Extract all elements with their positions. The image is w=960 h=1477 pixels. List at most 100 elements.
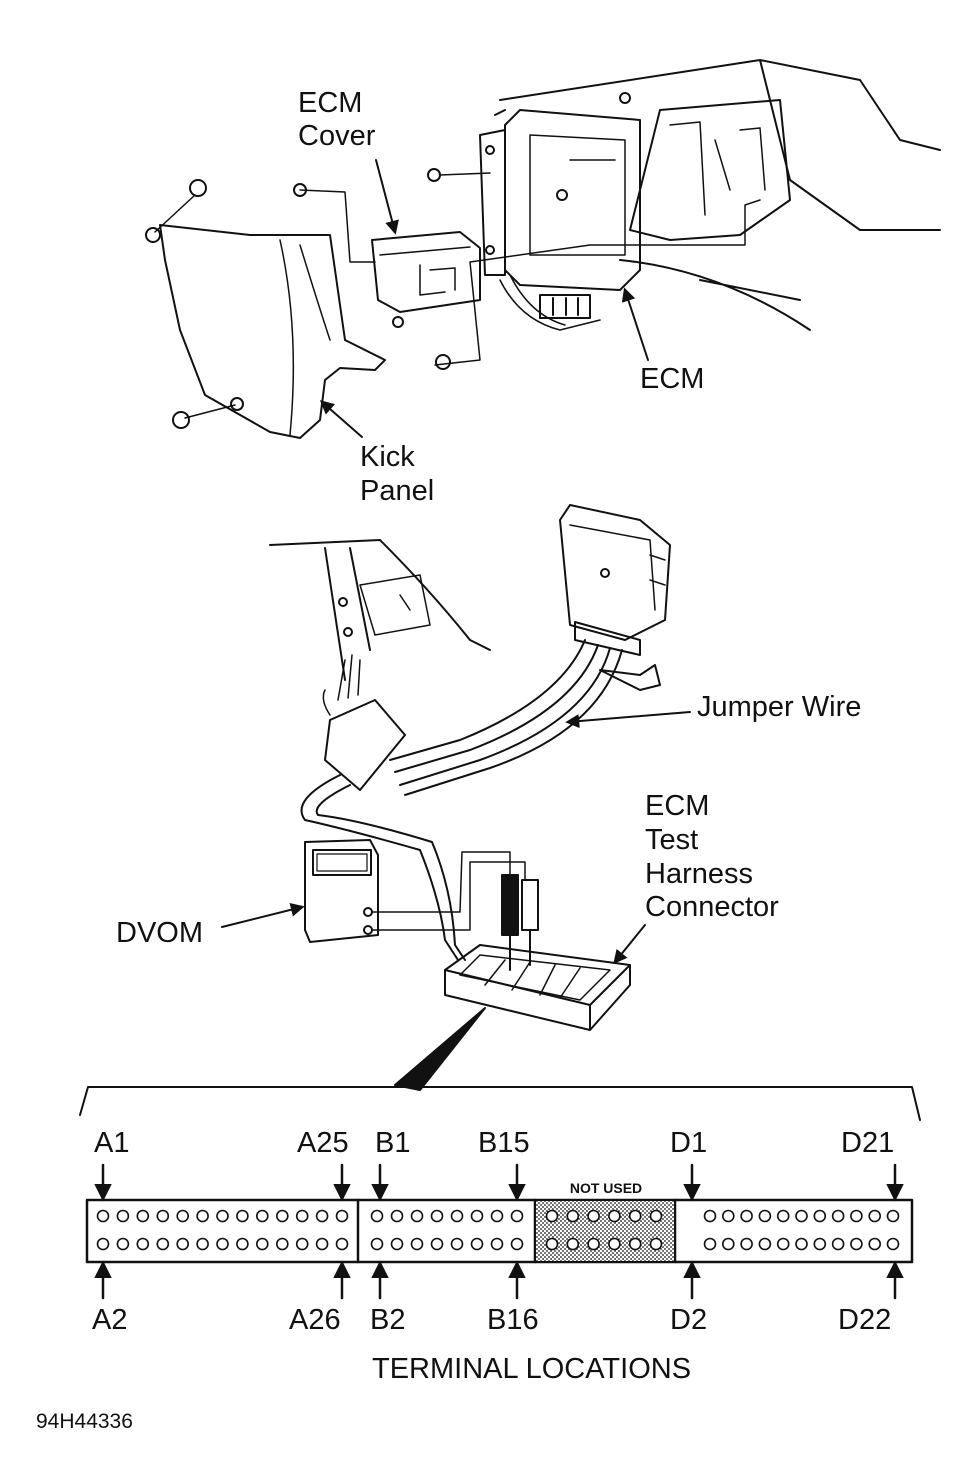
pin-unused [628,1237,642,1251]
probe-white [521,879,539,931]
dvom [304,839,379,943]
pin-a [156,1209,170,1223]
label-b15: B15 [478,1127,530,1159]
pin-b [470,1209,484,1223]
dvom-jack [363,925,373,935]
pin-a [275,1237,289,1251]
terminal-pins [96,1209,900,1251]
panel-screw [189,179,207,197]
pin-b [510,1209,524,1223]
pin-a [236,1209,249,1223]
pin-unused [566,1237,580,1251]
ecm-wiring [499,274,601,331]
dvom-jack [363,907,373,917]
pin-b [450,1237,464,1251]
terminal-strip [85,1198,914,1264]
pin-a [295,1237,309,1251]
pin-a [136,1209,150,1223]
pin-b [410,1209,424,1223]
cover-clip [392,316,404,328]
body-panel [629,99,791,241]
ecm-screw [556,189,568,201]
terminal-locations-title: TERMINAL LOCATIONS [372,1353,691,1385]
label-a1: A1 [94,1127,129,1159]
kick-panel-contour [279,239,331,436]
jumper-wire-label: Jumper Wire [697,691,861,723]
pin-a [236,1237,249,1251]
test-cable [300,774,466,961]
dvom-display [312,849,372,876]
pin-unused [545,1209,559,1223]
pin-a [255,1209,269,1223]
pin-a [335,1237,349,1251]
harness-arrow [613,924,646,965]
pin-b [430,1237,444,1251]
harness-label-line2: Test [645,824,698,856]
jumper-wire-arrow [565,711,691,729]
pin-a [96,1209,110,1223]
pin-a [216,1209,229,1223]
ecm-mount-bracket [479,109,506,276]
pin-d [721,1209,735,1223]
pin-b [430,1209,444,1223]
panel-screw-hole [145,227,161,243]
pin-d [886,1237,900,1251]
junction-connector [324,699,406,791]
removed-ecm [559,504,671,641]
pin-unused [608,1237,621,1251]
screw-lines [299,159,761,366]
label-d22: D22 [838,1304,891,1336]
pin-b [490,1209,504,1223]
pin-d [886,1209,900,1223]
ecm-cover-label-line1: ECM [298,87,362,119]
pin-a [216,1237,229,1251]
test-harness-top-grid [459,954,611,1001]
pillar-detail [359,574,431,636]
removed-ecm-screw [600,568,610,578]
pillar-bolt [338,597,348,607]
probe-black [501,874,519,936]
pin-b [450,1209,464,1223]
terminal-arrows [94,1163,904,1300]
pin-b [410,1237,424,1251]
screw [293,183,307,197]
label-b16: B16 [487,1304,539,1336]
ecm-cover-detail [379,246,471,296]
ecm-arrow [621,287,649,361]
label-b2: B2 [370,1304,405,1336]
pin-a [136,1237,150,1251]
jumper-wire-bundle [389,639,623,796]
figure-id: 94H44336 [36,1410,133,1433]
pin-a [96,1237,110,1251]
panel-screw-hole [230,397,244,411]
dvom-display-inner [316,853,368,872]
ecm-cover-arrow [375,159,399,235]
pin-a [196,1237,209,1251]
pin-a [255,1237,269,1251]
pin-d [850,1209,863,1223]
pin-unused [587,1237,600,1251]
pin-b [370,1209,384,1223]
pin-d [703,1237,717,1251]
label-b1: B1 [375,1127,410,1159]
pin-b [370,1237,384,1251]
ecm-harness-plug [574,621,641,656]
pin-b [510,1237,524,1251]
label-a26: A26 [289,1304,341,1336]
pin-a [116,1237,130,1251]
screw [427,168,441,182]
kick-panel-label-line2: Panel [360,475,434,507]
pin-unused [545,1237,559,1251]
ecm-cover [371,231,481,313]
pin-a [315,1209,329,1223]
pin-a [335,1209,349,1223]
pin-d [850,1237,863,1251]
kick-panel-screw-line [154,194,236,419]
junction-wires-upper [322,654,361,716]
terminal-bracket [79,1086,921,1121]
panel-screw [172,411,190,429]
nut [435,354,451,370]
pin-d [813,1209,827,1223]
pin-a [176,1209,189,1223]
